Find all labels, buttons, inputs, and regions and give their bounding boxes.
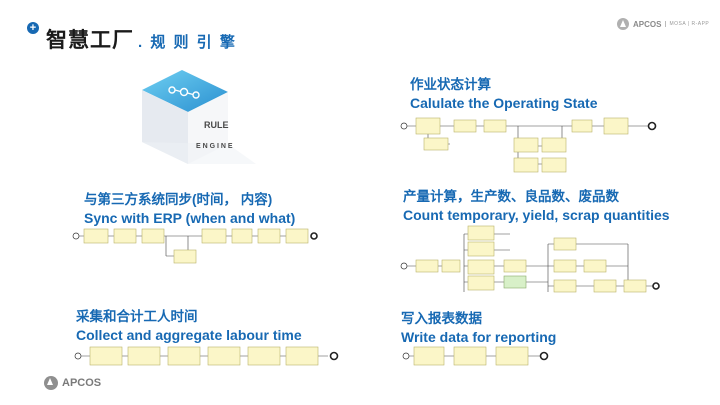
page-subtitle: . 规 则 引 擎 [138,34,237,51]
cube-engine-label: E N G I N E [196,143,233,150]
section-sync-zh: 与第三方系统同步(时间， 内容) [84,192,273,207]
operating-flow-diagram [400,117,657,173]
section-sync-en: Sync with ERP (when and what) [84,210,296,226]
rule-engine-cube-illustration: RULE E N G I N E [142,70,256,164]
page-title: 智慧工厂 [46,29,134,52]
brand-name: APCOS [633,19,662,29]
cube-rule-label: RULE [204,120,229,130]
section-reporting: 写入报表数据 Write data for reporting [401,310,556,346]
section-quantities-en: Count temporary, yield, scrap quantities [403,207,670,223]
section-operating-en: Calulate the Operating State [410,95,598,111]
labour-flow-diagram [74,346,339,366]
footer-brand-name: APCOS [62,377,102,389]
quantities-flow-diagram [400,225,660,293]
reporting-flow-diagram [402,346,549,366]
section-sync: 与第三方系统同步(时间， 内容) Sync with ERP (when and… [84,191,295,227]
section-quantities-zh: 产量计算，生产数、良品数、废品数 [403,189,619,204]
apcos-logo-icon [617,18,629,30]
page-header: + 智慧工厂 . 规 则 引 擎 [27,22,237,54]
section-labour: 采集和合计工人时间 Collect and aggregate labour t… [76,308,302,344]
section-quantities: 产量计算，生产数、良品数、废品数 Count temporary, yield,… [403,188,670,224]
plus-circle-icon: + [27,22,39,34]
brand-logo-top: APCOS MOSA | R-APP [617,18,709,30]
brand-tags: MOSA | R-APP [665,21,709,27]
section-reporting-en: Write data for reporting [401,329,557,345]
section-reporting-zh: 写入报表数据 [401,311,482,326]
sync-flow-diagram [72,228,318,264]
section-labour-zh: 采集和合计工人时间 [76,309,198,324]
section-labour-en: Collect and aggregate labour time [76,327,302,343]
brand-logo-bottom: APCOS [44,376,101,390]
section-operating: 作业状态计算 Calulate the Operating State [410,76,597,112]
apcos-logo-icon [44,376,58,390]
section-operating-zh: 作业状态计算 [410,77,491,92]
